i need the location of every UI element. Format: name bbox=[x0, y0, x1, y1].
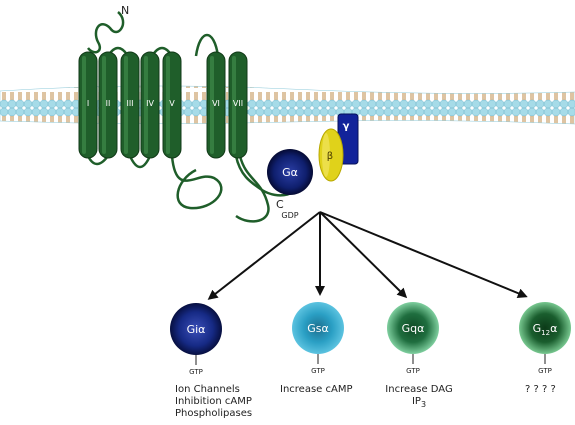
helix-4: IV bbox=[140, 51, 160, 159]
helix-6: VI bbox=[206, 51, 226, 159]
effector-circle bbox=[170, 303, 222, 355]
effector-circle bbox=[519, 302, 571, 354]
effect-gq-line: IP3 bbox=[411, 396, 427, 409]
helix-3: III bbox=[120, 51, 140, 159]
c-terminus-label: C bbox=[276, 198, 284, 211]
helix-label: V bbox=[169, 99, 175, 108]
arrow-to-gi bbox=[207, 211, 321, 300]
intracellular-loops bbox=[86, 155, 304, 223]
helix-label: VII bbox=[233, 99, 243, 108]
gtp-label: GTP bbox=[406, 367, 420, 375]
effector-circle bbox=[387, 302, 439, 354]
extracellular-loops bbox=[106, 34, 220, 57]
gdp-label: GDP bbox=[281, 211, 298, 220]
effect-gi-line: Phospholipases bbox=[175, 408, 253, 419]
effector-name: Gsα bbox=[307, 322, 329, 335]
effect-gi-line: Ion Channels bbox=[175, 384, 240, 395]
signal-arrows bbox=[207, 211, 528, 300]
beta-label: β bbox=[327, 151, 333, 162]
effector-name: G12α bbox=[533, 322, 558, 337]
helix-1: I bbox=[78, 51, 98, 159]
helix-2: II bbox=[98, 51, 118, 159]
helix-label: III bbox=[126, 99, 133, 108]
effector-circle bbox=[292, 302, 344, 354]
effect-gs-line: Increase cAMP bbox=[280, 384, 353, 395]
effector-name: Gqα bbox=[402, 322, 425, 335]
effect-gs: Increase cAMP bbox=[280, 384, 353, 396]
effector-name: Giα bbox=[187, 323, 206, 336]
helix-label: I bbox=[87, 99, 89, 108]
gtp-label: GTP bbox=[311, 367, 325, 375]
n-terminus-label: N bbox=[121, 4, 129, 17]
n-terminal-tail bbox=[87, 11, 125, 54]
g-alpha-subunit bbox=[267, 149, 313, 195]
effect-g12: ? ? ? ? bbox=[525, 384, 556, 396]
effect-gq-line: Increase DAG bbox=[385, 384, 453, 395]
arrow-to-gq bbox=[319, 211, 408, 299]
helix-label: IV bbox=[146, 99, 154, 108]
helix-label: VI bbox=[212, 99, 220, 108]
helix-label: II bbox=[106, 99, 111, 108]
effect-gi: Ion Channels Inhibition cAMP Phospholipa… bbox=[175, 384, 252, 420]
arrow-to-g12 bbox=[319, 211, 528, 298]
effect-gi-line: Inhibition cAMP bbox=[175, 396, 252, 407]
gtp-label: GTP bbox=[189, 368, 203, 376]
helix-7: VII bbox=[228, 51, 248, 159]
g-alpha-label: Gα bbox=[282, 166, 298, 179]
gtp-label: GTP bbox=[538, 367, 552, 375]
effect-gq: Increase DAG IP3 bbox=[381, 384, 457, 411]
effect-g12-line: ? ? ? ? bbox=[525, 384, 556, 395]
gamma-label: γ bbox=[343, 121, 350, 132]
helix-5: V bbox=[162, 51, 182, 159]
